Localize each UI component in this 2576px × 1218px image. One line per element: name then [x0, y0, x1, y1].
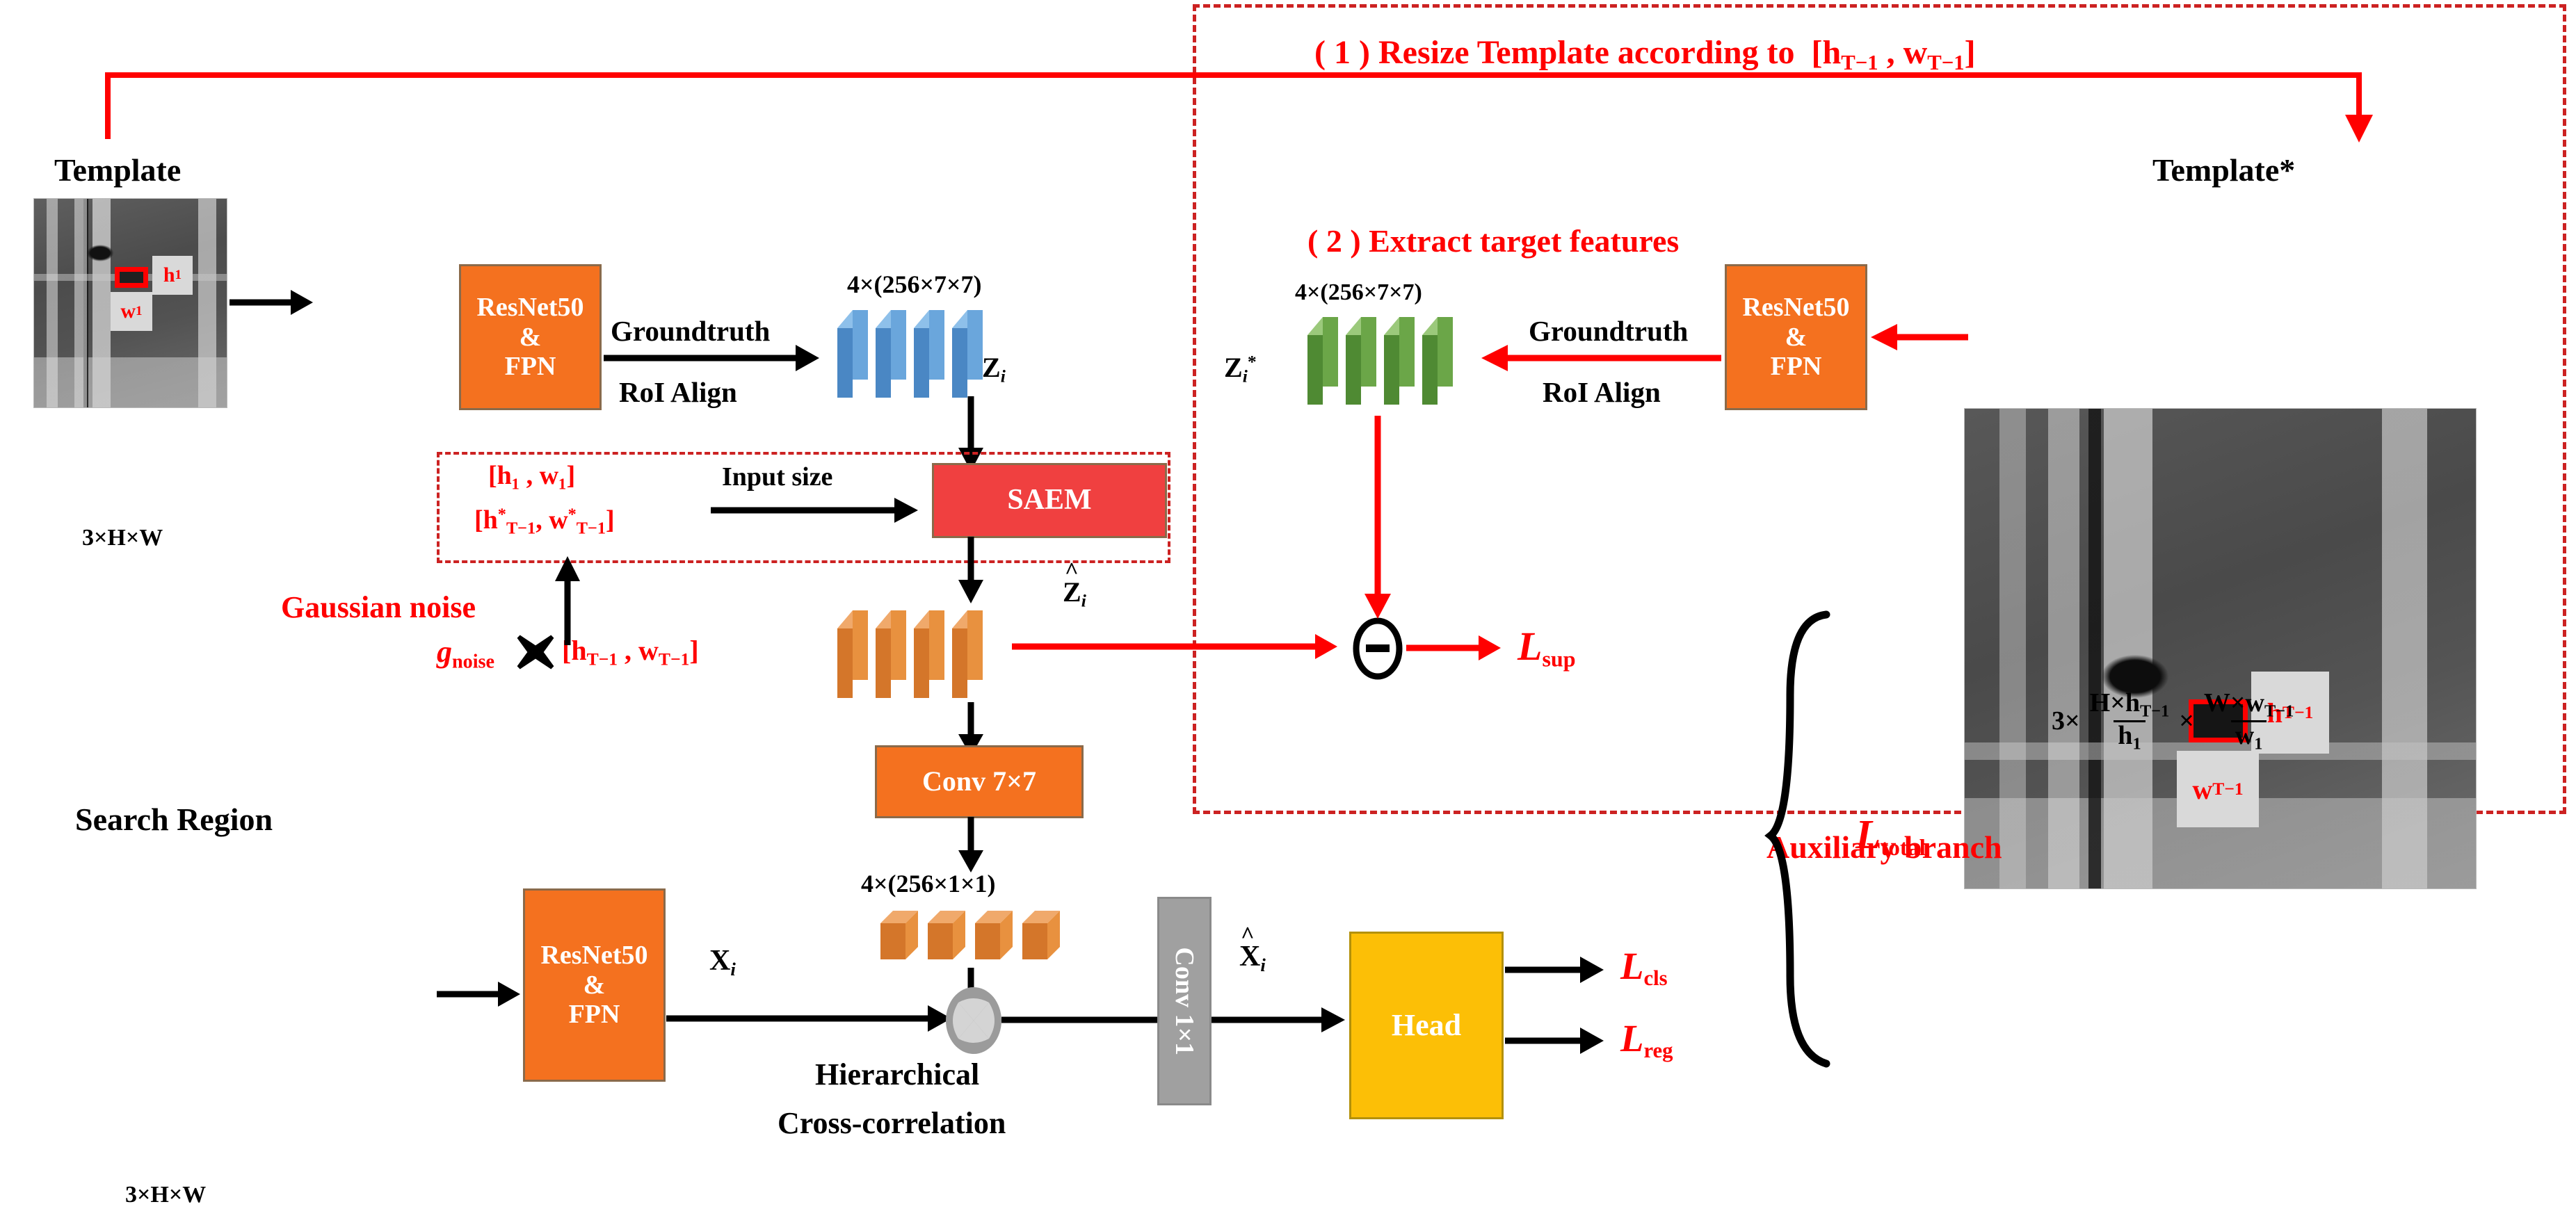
auxiliary-branch-box [1193, 4, 2566, 814]
roi-align-label-right: RoI Align [1543, 376, 1661, 408]
zi-star-feature-blocks [1307, 317, 1453, 405]
feat-1x1-blocks [880, 911, 1060, 959]
zi-star-label: Zi* [1224, 351, 1257, 387]
zhat-label: ^ Zi [1063, 558, 1086, 611]
step1-label: ( 1 ) Resize Template according to [hT−1… [1314, 34, 1976, 75]
zi-shape-label: 4×(256×7×7) [847, 270, 982, 298]
backbone-to-xcorr-arrow [666, 1005, 951, 1032]
head-to-lcls-arrow [1505, 957, 1604, 983]
loss-total-label: Ltotal [1855, 811, 1926, 861]
zhat-feature-blocks [837, 610, 983, 698]
backbone-to-zi-arrow [604, 345, 819, 371]
loss-reg-label: Lreg [1620, 1017, 1673, 1063]
noise-to-size-arrow [555, 556, 580, 645]
template-star-to-backbone-arrow [1871, 324, 1968, 350]
backbone-star-label-amp: & [1785, 322, 1808, 352]
backbone-to-zistar-arrow [1481, 345, 1721, 371]
zi-label: Zi [982, 352, 1006, 387]
g-noise-symbol: gnoise [437, 635, 495, 673]
input-size-label: Input size [722, 462, 833, 492]
input-size-h1w1: [h₁ , w₁] [488, 461, 576, 490]
saem-dashed-box [437, 452, 1170, 563]
conv1x1-block: Conv 1×1 [1157, 897, 1211, 1105]
conv7-to-feat1x1-arrow [958, 817, 983, 872]
size-to-saem-arrow [711, 498, 918, 523]
backbone-star-label-resnet: ResNet50 [1742, 293, 1850, 323]
zi-feature-blocks [837, 310, 983, 398]
noise-multiply-icon [517, 635, 554, 669]
cross-correlation-label: Cross-correlation [778, 1106, 1006, 1140]
loss-brace [1764, 610, 1830, 1068]
xhat-label: ^ Xi [1239, 923, 1266, 976]
xcorr-to-conv1-arrow [1001, 1016, 1168, 1023]
saem-block: SAEM [932, 463, 1167, 538]
zi-star-shape-label: 4×(256×7×7) [1295, 279, 1422, 305]
feat-1x1-shape-label: 4×(256×1×1) [861, 870, 996, 898]
saem-to-zhat-arrow [958, 537, 983, 603]
search-region-dims: 3×H×W [125, 1182, 207, 1208]
backbone-template-block: ResNet50 & FPN [459, 264, 602, 410]
template-star-title: Template* [2152, 152, 2296, 188]
resize-template-arrow [105, 72, 2373, 143]
hierarchical-label: Hierarchical [815, 1057, 980, 1091]
head-block: Head [1349, 932, 1504, 1119]
subtract-node [1353, 617, 1403, 680]
roi-align-label-top: RoI Align [619, 376, 737, 408]
backbone-label-resnet: ResNet50 [476, 293, 584, 323]
template-bounding-box [115, 267, 148, 288]
subtract-to-lsup-arrow [1406, 635, 1501, 660]
zhat-to-subtract-arrow [1012, 634, 1337, 659]
xi-label: Xi [709, 945, 736, 980]
backbone-label-amp: & [519, 322, 542, 352]
loss-sup-label: Lsup [1518, 624, 1576, 672]
groundtruth-label-top: Groundtruth [611, 315, 771, 347]
backbone-search-block: ResNet50 & FPN [523, 888, 666, 1082]
backbone-search-label-fpn: FPN [568, 1000, 620, 1030]
step2-label: ( 2 ) Extract target features [1307, 223, 1680, 259]
backbone-search-label-resnet: ResNet50 [540, 941, 648, 971]
template-dims: 3×H×W [82, 525, 163, 551]
search-to-backbone-arrow [437, 982, 520, 1007]
loss-cls-label: Lcls [1620, 945, 1668, 991]
head-to-lreg-arrow [1505, 1028, 1604, 1054]
input-size-hstar-wstar: [h*T−1, w*T−1] [474, 505, 615, 538]
backbone-star-label-fpn: FPN [1770, 352, 1822, 382]
zi-star-to-subtract-arrow [1365, 416, 1391, 619]
auxiliary-branch-label: Auxiliary branch [1766, 829, 2002, 865]
template-to-backbone-arrow [230, 290, 313, 315]
template-star-dims: 3× H×hT−1 h1 × W×wT−1 w1 [2052, 688, 2294, 754]
cross-correlation-node [946, 987, 1001, 1054]
search-region-title: Search Region [75, 802, 273, 837]
backbone-search-label-amp: & [583, 970, 606, 1000]
template-title: Template [54, 152, 182, 188]
conv7x7-block: Conv 7×7 [875, 745, 1084, 818]
backbone-template-star-block: ResNet50 & FPN [1725, 264, 1867, 410]
gaussian-noise-label: Gaussian noise [281, 590, 476, 624]
conv1-to-head-arrow [1211, 1007, 1345, 1032]
groundtruth-label-right: Groundtruth [1529, 315, 1689, 347]
backbone-label-fpn: FPN [504, 352, 556, 382]
